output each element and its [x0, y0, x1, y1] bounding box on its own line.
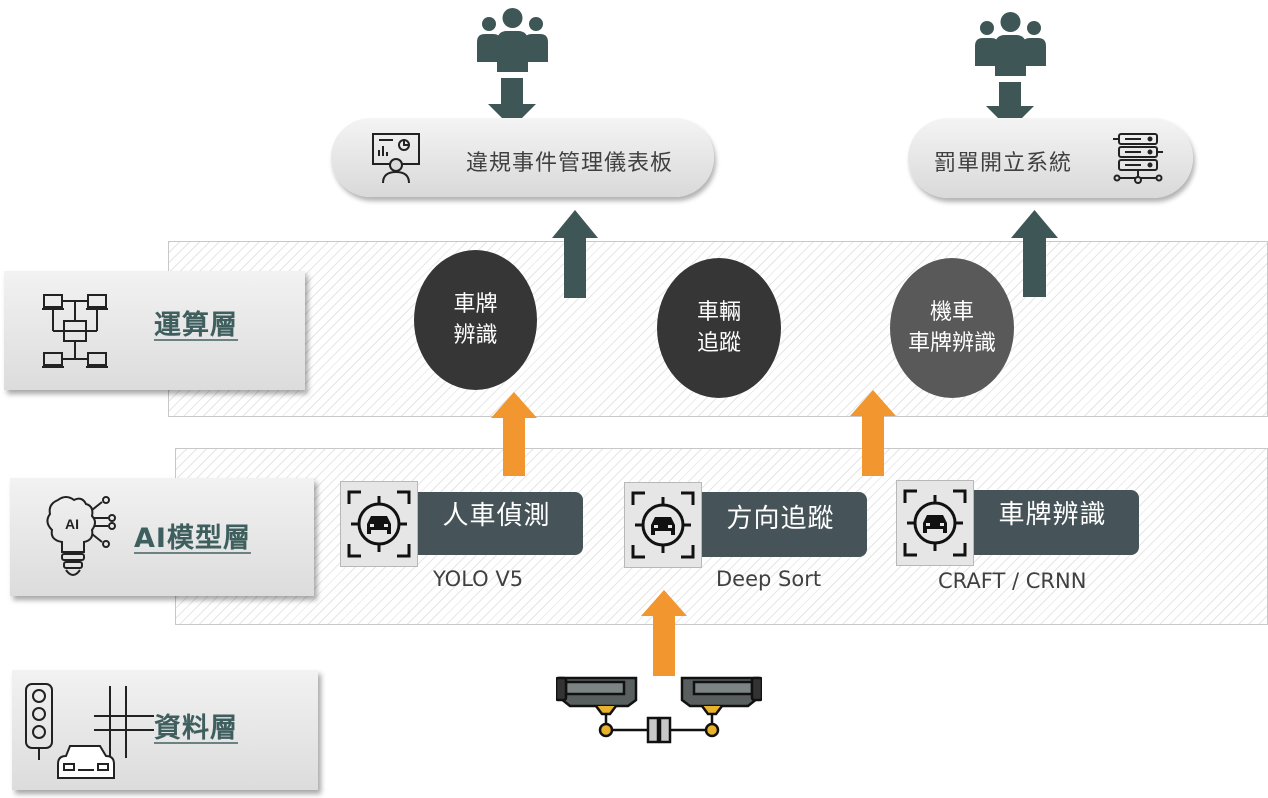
model-icon-frame: [624, 482, 702, 568]
car-target-icon: [347, 490, 411, 558]
up-arrow-icon: [491, 392, 537, 476]
ai-brain-bulb-icon: AI: [46, 496, 116, 576]
model-task-label: 方向追蹤: [726, 504, 835, 534]
model-name: Deep Sort: [716, 567, 822, 591]
traffic-intersection-icon: [25, 683, 154, 779]
up-arrow-icon: [552, 210, 598, 298]
compute-node-motorcycle-plate[interactable]: 機車 車牌辨識: [890, 258, 1014, 398]
model-name: CRAFT / CRNN: [938, 569, 1087, 593]
compute-node-vehicle-tracking[interactable]: 車輛 追蹤: [657, 258, 781, 398]
compute-node-plate-recognition[interactable]: 車牌 辨識: [414, 250, 537, 390]
model-task-box[interactable]: 方向追蹤: [694, 492, 867, 557]
up-arrow-icon: [1011, 210, 1058, 297]
network-nodes-icon: [42, 294, 108, 368]
server-network-icon: [1113, 133, 1163, 184]
ai-layer-title: AI模型層: [134, 523, 251, 554]
dashboard-label: 違規事件管理儀表板: [466, 151, 674, 176]
compute-layer-label: 運算層: [4, 271, 305, 390]
compute-layer-title: 運算層: [154, 310, 238, 341]
data-layer-title: 資料層: [154, 713, 238, 744]
up-arrow-icon: [850, 390, 896, 476]
model-icon-frame: [896, 480, 974, 566]
down-arrow-icon: [488, 78, 536, 128]
model-icon-frame: [340, 481, 418, 567]
ai-layer-label: AI AI模型層: [10, 478, 314, 596]
car-target-icon: [631, 491, 695, 559]
svg-text:AI: AI: [65, 516, 79, 532]
model-task-label: 車牌辨識: [998, 500, 1107, 530]
model-name: YOLO V5: [433, 567, 524, 591]
model-task-box[interactable]: 車牌辨識: [966, 490, 1139, 555]
users-icon: [477, 8, 548, 72]
car-target-icon: [903, 489, 967, 557]
users-icon: [975, 12, 1046, 76]
up-arrow-icon: [641, 590, 687, 676]
dashboard-presenter-icon: [372, 133, 420, 184]
ticket-system-label: 罰單開立系統: [934, 151, 1073, 176]
model-task-label: 人車偵測: [442, 501, 551, 531]
dashboard-pill[interactable]: 違規事件管理儀表板: [331, 118, 714, 197]
cctv-cameras-icon: [556, 676, 762, 744]
model-task-box[interactable]: 人車偵測: [410, 492, 583, 555]
data-layer-label: 資料層: [12, 670, 318, 790]
ticket-system-pill[interactable]: 罰單開立系統: [908, 118, 1193, 198]
